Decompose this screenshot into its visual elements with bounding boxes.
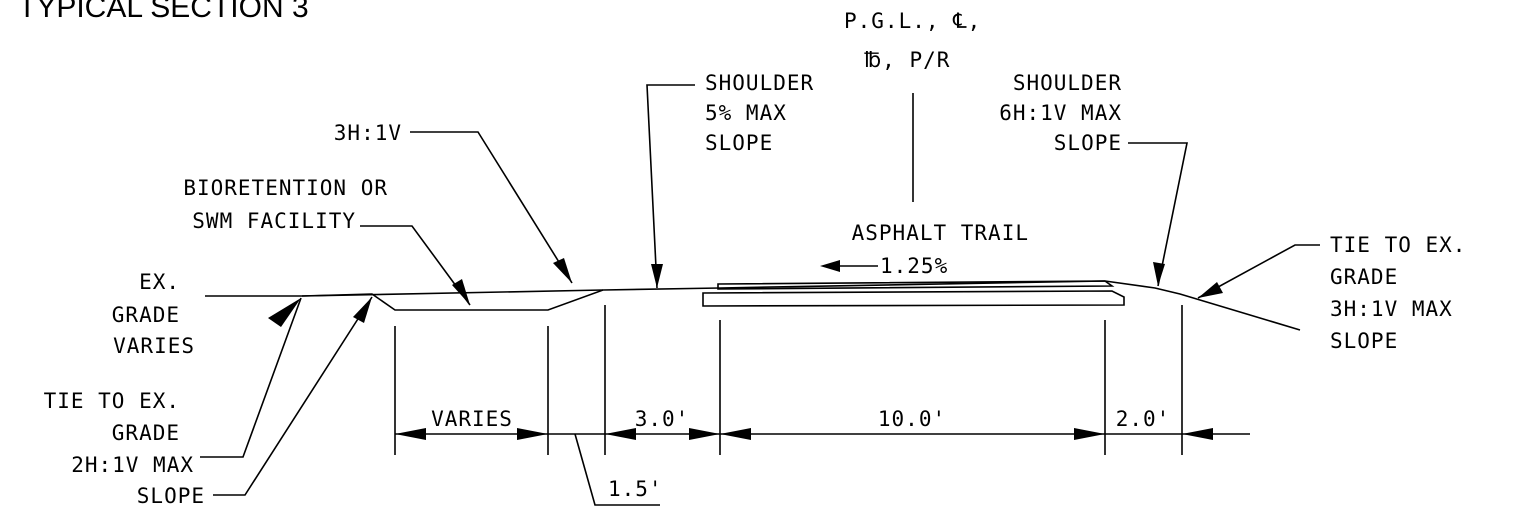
- tie-left-label-3: 2H:1V MAX: [71, 453, 194, 477]
- asphalt-trail-section: [702, 280, 1125, 307]
- annotation-labels: P.G.L., ℄, ℔, P/R SHOULDER 5% MAX SLOPE …: [44, 9, 1466, 508]
- tie-right-label-3: 3H:1V MAX: [1330, 297, 1453, 321]
- tie-right-label-4: SLOPE: [1330, 329, 1398, 353]
- asphalt-base-layer: [702, 290, 1125, 307]
- drawing-title: TYPICAL SECTION 3: [18, 0, 309, 24]
- dim-varies-label: VARIES: [431, 407, 513, 431]
- shoulder-right-label-3: SLOPE: [1054, 131, 1122, 155]
- dim-3-0-label: 3.0': [635, 407, 690, 431]
- asphalt-trail-label: ASPHALT TRAIL: [852, 221, 1029, 245]
- asphalt-surface-layer: [717, 280, 1115, 290]
- dimension-line: [395, 428, 1250, 506]
- dim-1-5-label: 1.5': [608, 477, 663, 501]
- dim-2-0-label: 2.0': [1116, 407, 1171, 431]
- dim-10-0-label: 10.0': [878, 407, 946, 431]
- pgl-label-line2: ℔, P/R: [864, 48, 950, 72]
- tie-left-label-4: SLOPE: [137, 484, 205, 508]
- bioretention-label-1: BIORETENTION OR: [183, 176, 388, 200]
- ex-grade-label-3: VARIES: [113, 334, 195, 358]
- slope-3h1v-label: 3H:1V: [334, 121, 402, 145]
- tie-right-label-1: TIE TO EX.: [1330, 233, 1466, 257]
- extension-lines: [394, 305, 1183, 455]
- shoulder-left-label-3: SLOPE: [705, 131, 773, 155]
- shoulder-left-label-2: 5% MAX: [705, 101, 787, 125]
- facility-top-line: [301, 289, 604, 297]
- shoulder-right-label-2: 6H:1V MAX: [999, 101, 1122, 125]
- right-shoulder-line: [1104, 280, 1301, 331]
- ex-grade-label-1: EX.: [139, 270, 180, 294]
- cross-slope-label: 1.25%: [880, 254, 948, 278]
- leader-lines: [200, 84, 1320, 496]
- bioretention-label-2: SWM FACILITY: [192, 209, 356, 233]
- shoulder-right-label-1: SHOULDER: [1013, 71, 1122, 95]
- shoulder-left-label-1: SHOULDER: [705, 71, 814, 95]
- tie-right-label-2: GRADE: [1330, 265, 1398, 289]
- tie-left-label-2: GRADE: [112, 421, 180, 445]
- pgl-label-line1: P.G.L., ℄,: [844, 9, 981, 33]
- ex-grade-label-2: GRADE: [112, 303, 180, 327]
- tie-left-label-1: TIE TO EX.: [44, 389, 180, 413]
